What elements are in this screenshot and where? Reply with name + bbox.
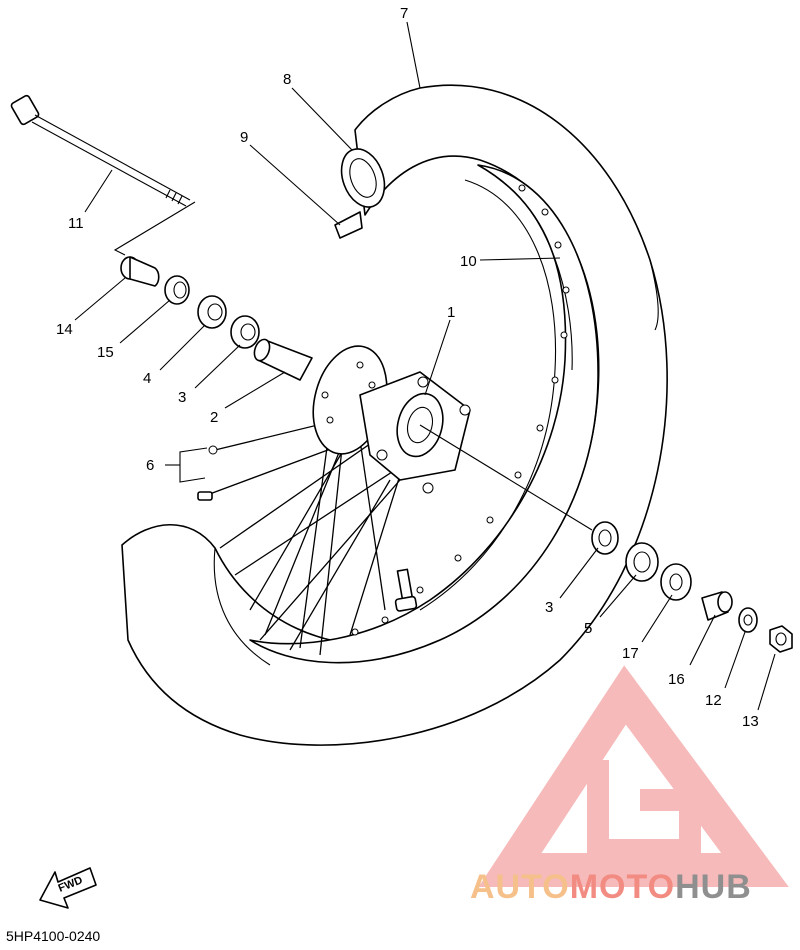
oil-seal-5 (625, 542, 659, 582)
rim-band (334, 211, 363, 239)
valve-stem (394, 568, 418, 612)
tube (340, 148, 386, 208)
axle (10, 94, 191, 207)
brand-part-moto: MOTO (569, 868, 676, 906)
brand-part-hub: HUB (675, 868, 752, 906)
diagram-code: 5HP4100-0240 (6, 928, 101, 944)
callout-3-left: 3 (178, 389, 186, 406)
brand-part-auto: AUTO (470, 868, 570, 906)
callout-6: 6 (146, 457, 154, 474)
callout-3-right: 3 (545, 599, 553, 616)
spacer-17 (660, 563, 692, 601)
oil-seal-15 (164, 275, 190, 305)
callout-15: 15 (97, 344, 114, 361)
callout-7: 7 (400, 5, 408, 22)
spokes (197, 404, 401, 656)
callout-14: 14 (56, 321, 73, 338)
bearing-4 (197, 295, 227, 329)
bearing-3-left (230, 315, 260, 349)
callout-12: 12 (705, 692, 722, 709)
callout-11: 11 (68, 215, 84, 232)
callout-labels: 7 8 9 11 10 14 15 4 3 2 1 6 3 5 17 16 12… (56, 5, 759, 730)
washer-12 (738, 607, 758, 633)
callout-2: 2 (210, 409, 218, 426)
hub (312, 345, 471, 494)
rim (249, 164, 599, 664)
collar-14 (120, 256, 160, 287)
callout-9: 9 (240, 129, 248, 146)
callout-10: 10 (460, 253, 477, 270)
callout-8: 8 (283, 71, 291, 88)
fwd-arrow-icon: FWD (39, 867, 97, 909)
automotohub-logo-icon (478, 665, 789, 887)
callout-13: 13 (742, 713, 759, 730)
callout-1: 1 (447, 304, 455, 321)
leader-lines (74, 21, 776, 711)
collar-16 (701, 591, 733, 621)
callout-16: 16 (668, 671, 685, 688)
callout-5: 5 (584, 620, 592, 637)
spacer-2 (253, 338, 313, 381)
bearing-3-right (591, 521, 619, 555)
callout-4: 4 (143, 370, 151, 387)
callout-17: 17 (622, 645, 639, 662)
nut-13 (769, 625, 793, 653)
automotohub-watermark: AUTOMOTOHUB (470, 868, 752, 907)
